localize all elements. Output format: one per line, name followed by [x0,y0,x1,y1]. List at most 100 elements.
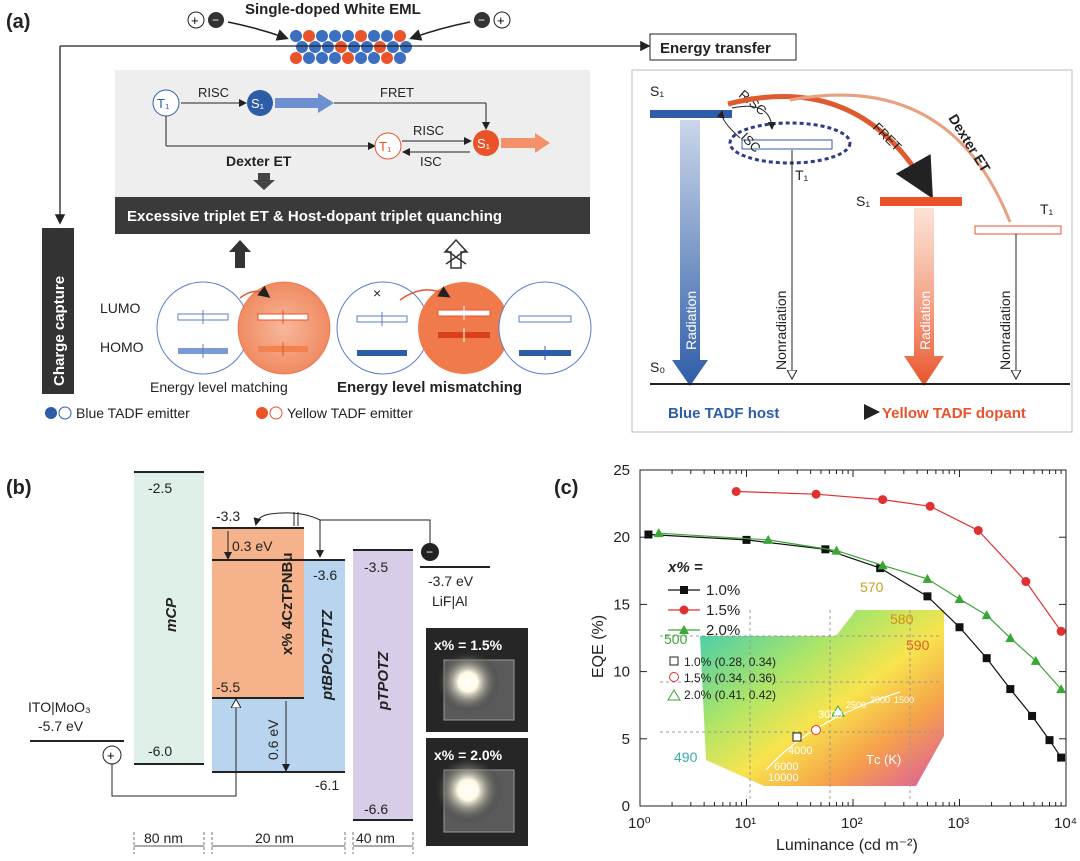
x-tick-label: 10³ [948,815,970,832]
svg-text:−: − [212,13,219,27]
host-s1-level [650,110,732,118]
host-radiation-arrow [672,120,708,386]
isc-right-label: ISC [738,130,764,156]
data-point [653,528,664,538]
eml-molecule [387,41,399,53]
x-tick-label: 10⁰ [628,815,651,832]
host-radiation-label: Radiation [683,291,699,350]
blue-s1-state [247,90,273,116]
data-point [955,623,964,632]
risc-label-blue: RISC [198,85,229,100]
y-tick-label: 25 [613,462,630,479]
legend-marker [679,625,689,634]
cie-wl-580: 580 [890,611,914,627]
eml-molecule [296,41,308,53]
cie-legend-2: 1.5% (0.34, 0.36) [684,671,776,685]
data-point [1005,633,1016,642]
eml-molecule [400,41,412,53]
data-point [1021,577,1031,587]
etl-bottom-level: -6.6 [364,801,388,817]
data-point [925,501,935,511]
legend-marker [680,586,688,594]
eml-molecule [355,30,367,42]
eml-title: Single-doped White EML [245,1,421,18]
data-point [981,610,992,620]
photo-1-label: x% = 1.5% [434,637,503,653]
host-bottom-level: -6.1 [315,777,339,793]
cct-1500: 1500 [894,695,914,705]
svg-text:S₁: S₁ [477,136,491,151]
etl-top-level: -3.5 [364,559,388,575]
quenching-banner [115,197,590,234]
x-tick-label: 10⁴ [1054,815,1077,832]
cct-10000: 10000 [768,772,799,784]
eml-molecule [316,52,328,64]
energy-diagram-frame [631,69,1073,433]
eml-molecule [394,30,406,42]
isc-label-orange: ISC [420,154,442,169]
anode-level: -5.7 eV [38,718,84,734]
gap-top-label: 0.3 eV [232,538,273,554]
cie-point-2 [811,725,821,735]
legend-label: 1.5% [706,602,740,619]
photo-2-label: x% = 2.0% [434,747,503,763]
data-point [811,489,821,499]
host-triplet-ellipse [728,121,852,165]
data-point [1056,626,1066,636]
host-name: ptBPO₂TPTZ [319,609,336,701]
energy-transfer-box [649,33,797,61]
eqe-series [644,487,1067,762]
eml-molecule [335,41,347,53]
eml-molecule [342,30,354,42]
etl-name: pTPOTZ [375,651,392,711]
device-photo-2 [426,738,528,846]
tc-label: Tᴄ (K) [866,752,901,767]
cct-3000: 3000 [818,709,842,721]
dopant-s1-level [880,197,962,206]
mismatch-blue-circle [336,281,430,375]
data-point [742,535,751,544]
eml-molecule [316,30,328,42]
mcp-bottom-level: -6.0 [148,743,172,759]
data-point [922,573,933,583]
yellow-emitter-legend [256,406,283,420]
matching-orange-circle [237,281,331,375]
svg-text:+: + [191,13,199,28]
eml-molecule [290,52,302,64]
data-point [1006,685,1015,694]
blue-emission-arrow [275,93,334,113]
cct-4000: 4000 [788,745,812,757]
up-arrow-icon [229,240,251,268]
down-arrow-icon [253,173,275,190]
svg-text:S₁: S₁ [251,96,265,111]
legend-label: 1.0% [706,582,740,599]
eml-molecule [329,52,341,64]
cct-infinity: ∞ [754,784,762,796]
lumo-label: LUMO [100,300,141,316]
host-label: Blue TADF host [668,405,779,422]
data-point [763,534,774,544]
legend-blue-label: Blue TADF emitter [76,405,190,421]
y-tick-label: 20 [613,529,630,546]
mcp-top-level: -2.5 [148,480,172,496]
data-point [878,495,888,505]
data-point [923,592,932,601]
host-t1-level [741,139,833,150]
s0-label: S₀ [650,359,665,375]
data-point [973,525,983,535]
data-point [1056,684,1067,694]
device-photo-1 [426,628,528,732]
eml-molecule [394,52,406,64]
cie-inset [660,610,944,800]
y-axis-label: EQE (%) [590,615,607,678]
charge-electron-icon: − + [474,11,511,29]
matching-label: Energy level matching [150,379,288,395]
homo-emitter-level: -5.5 [216,679,240,695]
panel-c-label: (c) [554,477,578,499]
x-tick-label: 10² [841,815,863,832]
cie-legend-1: 1.0% (0.28, 0.34) [684,655,776,669]
dexter-arrow [789,93,1012,223]
data-point [1045,736,1054,745]
data-point [1028,711,1037,720]
series-line [658,532,1062,690]
